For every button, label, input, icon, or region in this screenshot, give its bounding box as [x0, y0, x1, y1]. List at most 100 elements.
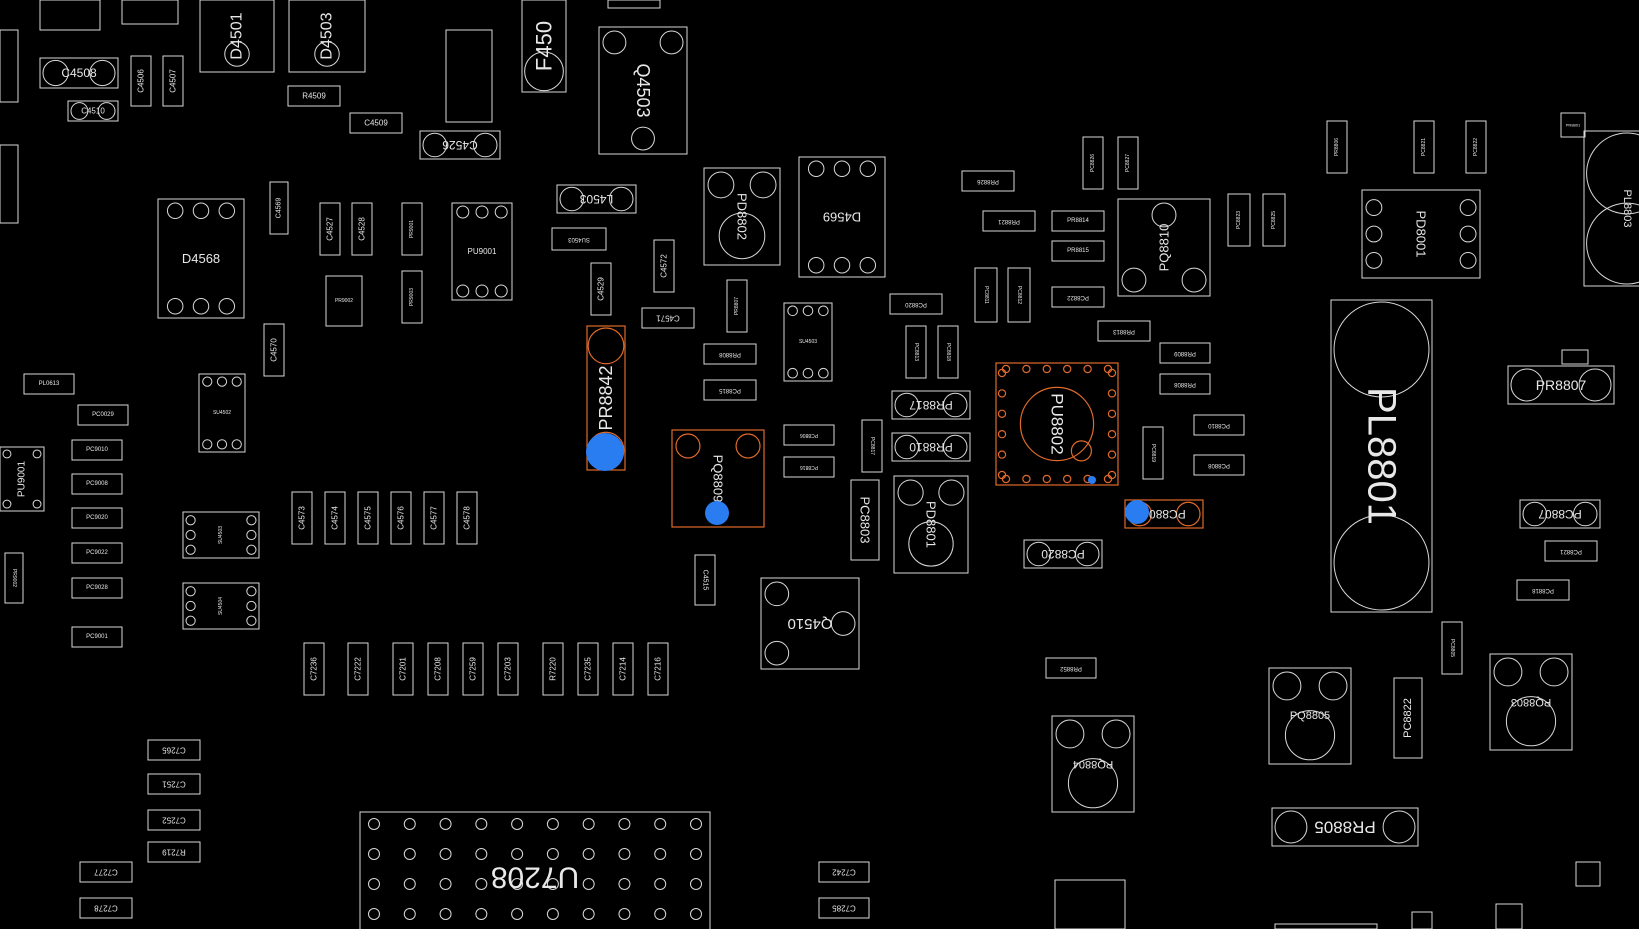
- component-pr8807[interactable]: PR8807: [726, 279, 748, 333]
- component-c7216[interactable]: C7216: [647, 642, 669, 696]
- component-pr8810[interactable]: PR8810: [891, 432, 971, 462]
- component-pc8806[interactable]: PC8806: [783, 424, 835, 446]
- component-pc8818[interactable]: PC8818: [937, 325, 959, 379]
- component-pr8813[interactable]: PR8813: [1097, 320, 1151, 342]
- selected-pin-marker[interactable]: [586, 433, 624, 471]
- component-c7278[interactable]: C7278: [79, 897, 133, 919]
- component-pr8821[interactable]: PR8821: [982, 210, 1036, 232]
- component-d4501[interactable]: D4501: [199, 0, 275, 73]
- component-c7285[interactable]: C7285: [818, 897, 870, 919]
- component-pq8810[interactable]: PQ8810: [1117, 198, 1211, 297]
- component-su4503[interactable]: SU4503: [783, 302, 833, 382]
- component-q4503[interactable]: Q4503: [598, 26, 688, 155]
- component-c7208[interactable]: C7208: [427, 642, 449, 696]
- component-pc9008[interactable]: PC9008: [71, 473, 123, 495]
- component-d4503[interactable]: D4503: [288, 0, 366, 73]
- component-pr8808[interactable]: PR8808: [1159, 373, 1211, 395]
- component-c4570[interactable]: C4570: [263, 323, 285, 377]
- component-pc8812[interactable]: PC8812: [1007, 267, 1031, 323]
- component-pc8810[interactable]: PC8810: [1193, 414, 1245, 436]
- component-f450[interactable]: F450: [521, 0, 567, 93]
- component-pq8805[interactable]: PQ8805: [1268, 667, 1352, 765]
- component-su4502[interactable]: SU4502: [198, 373, 246, 453]
- component-pc8813[interactable]: PC8813: [905, 325, 927, 379]
- component-r4509[interactable]: R4509: [287, 85, 341, 107]
- component-c4569[interactable]: C4569: [269, 181, 289, 235]
- component-pc8825[interactable]: PC8825: [1262, 193, 1286, 247]
- component-c7259[interactable]: C7259: [462, 642, 484, 696]
- component-pr8817[interactable]: PR8817: [891, 390, 971, 420]
- component-pr8815[interactable]: PR8815: [1051, 240, 1105, 262]
- component-pc8827[interactable]: PC8827: [1117, 136, 1139, 190]
- component-c7222[interactable]: C7222: [347, 642, 369, 696]
- component-pq8804[interactable]: PQ8804: [1051, 715, 1135, 813]
- selected-pin-marker[interactable]: [1088, 476, 1096, 484]
- component-pc9010[interactable]: PC9010: [71, 439, 123, 461]
- component-su4503[interactable]: SU4503: [182, 511, 260, 559]
- component-pc9020[interactable]: PC9020: [71, 507, 123, 529]
- component-c7236[interactable]: C7236: [303, 642, 325, 696]
- component-c4571[interactable]: C4571: [641, 307, 695, 329]
- component-c7277[interactable]: C7277: [79, 861, 133, 883]
- component-pc8818[interactable]: PC8818: [1516, 579, 1570, 601]
- component-r7219[interactable]: R7219: [147, 841, 201, 863]
- component-pl8803[interactable]: PL8803: [1583, 130, 1639, 287]
- component-pu9001[interactable]: PU9001: [451, 202, 513, 301]
- component-pr8801[interactable]: PR8801: [1560, 112, 1586, 138]
- component-c4578[interactable]: C4578: [456, 491, 478, 545]
- component-c7235[interactable]: C7235: [577, 642, 599, 696]
- component-pc8805[interactable]: PC8805: [1441, 621, 1463, 675]
- component-pu9001[interactable]: PU9001: [0, 446, 45, 512]
- component-pr8807[interactable]: PR8807: [1507, 365, 1615, 405]
- component-c4507[interactable]: C4507: [162, 55, 184, 107]
- component-pq8803[interactable]: PQ8803: [1489, 653, 1573, 751]
- component-pr8852[interactable]: PR8852: [1045, 657, 1097, 679]
- component-pc9028[interactable]: PC9028: [71, 577, 123, 599]
- component-c4509[interactable]: C4509: [349, 112, 403, 134]
- component-u7208[interactable]: U7208: [359, 811, 711, 929]
- component-pd8802[interactable]: PD8802: [703, 167, 781, 266]
- component-pl8801[interactable]: PL8801: [1330, 299, 1433, 613]
- component-su4503[interactable]: SU4503: [551, 227, 607, 251]
- component-pc8807[interactable]: PC8807: [1519, 499, 1601, 529]
- component-c4576[interactable]: C4576: [390, 491, 412, 545]
- component-pc9001[interactable]: PC9001: [71, 626, 123, 648]
- component-pc8821[interactable]: PC8821: [1544, 540, 1598, 562]
- component-pr8806[interactable]: PR8806: [1326, 120, 1348, 174]
- component-c7203[interactable]: C7203: [497, 642, 519, 696]
- component-c4527[interactable]: C4527: [319, 202, 341, 256]
- component-r7220[interactable]: R7220: [542, 642, 564, 696]
- component-pc9022[interactable]: PC9022: [71, 542, 123, 564]
- component-q4510[interactable]: Q4510: [760, 577, 860, 670]
- component-c4577[interactable]: C4577: [423, 491, 445, 545]
- component-pc8822[interactable]: PC8822: [1393, 677, 1423, 759]
- component-c7252[interactable]: C7252: [147, 809, 201, 831]
- component-l4503[interactable]: L4503: [556, 184, 637, 214]
- component-c4529[interactable]: C4529: [590, 262, 612, 316]
- component-d4569[interactable]: D4569: [798, 156, 886, 278]
- component-pc8821[interactable]: PC8821: [1413, 120, 1435, 174]
- selected-pin-marker[interactable]: [1125, 500, 1149, 524]
- component-c4506[interactable]: C4506: [130, 55, 152, 107]
- component-c7201[interactable]: C7201: [392, 642, 414, 696]
- component-c7214[interactable]: C7214: [612, 642, 634, 696]
- component-c4528[interactable]: C4528: [351, 202, 373, 256]
- component-c4508[interactable]: C4508: [39, 57, 119, 89]
- component-pc8803[interactable]: PC8803: [850, 479, 880, 561]
- component-pr9001[interactable]: PR9001: [401, 202, 423, 256]
- component-pd8801[interactable]: PD8801: [893, 475, 969, 574]
- component-pc8811[interactable]: PC8811: [974, 267, 998, 323]
- component-pc8826[interactable]: PC8826: [1082, 136, 1104, 190]
- component-su4504[interactable]: SU4504: [182, 582, 260, 630]
- component-pr8826[interactable]: PR8826: [961, 170, 1015, 192]
- component-pl0613[interactable]: PL0613: [23, 373, 75, 395]
- selected-pin-marker[interactable]: [705, 501, 729, 525]
- component-pc8804[interactable]: PC8804: [1124, 499, 1204, 529]
- component-c7265[interactable]: C7265: [147, 739, 201, 761]
- component-c7242[interactable]: C7242: [818, 861, 870, 883]
- component-pc8820[interactable]: PC8820: [1023, 539, 1103, 569]
- component-c4575[interactable]: C4575: [357, 491, 379, 545]
- component-d4568[interactable]: D4568: [157, 198, 245, 319]
- component-pr8814[interactable]: PR8814: [1051, 210, 1105, 232]
